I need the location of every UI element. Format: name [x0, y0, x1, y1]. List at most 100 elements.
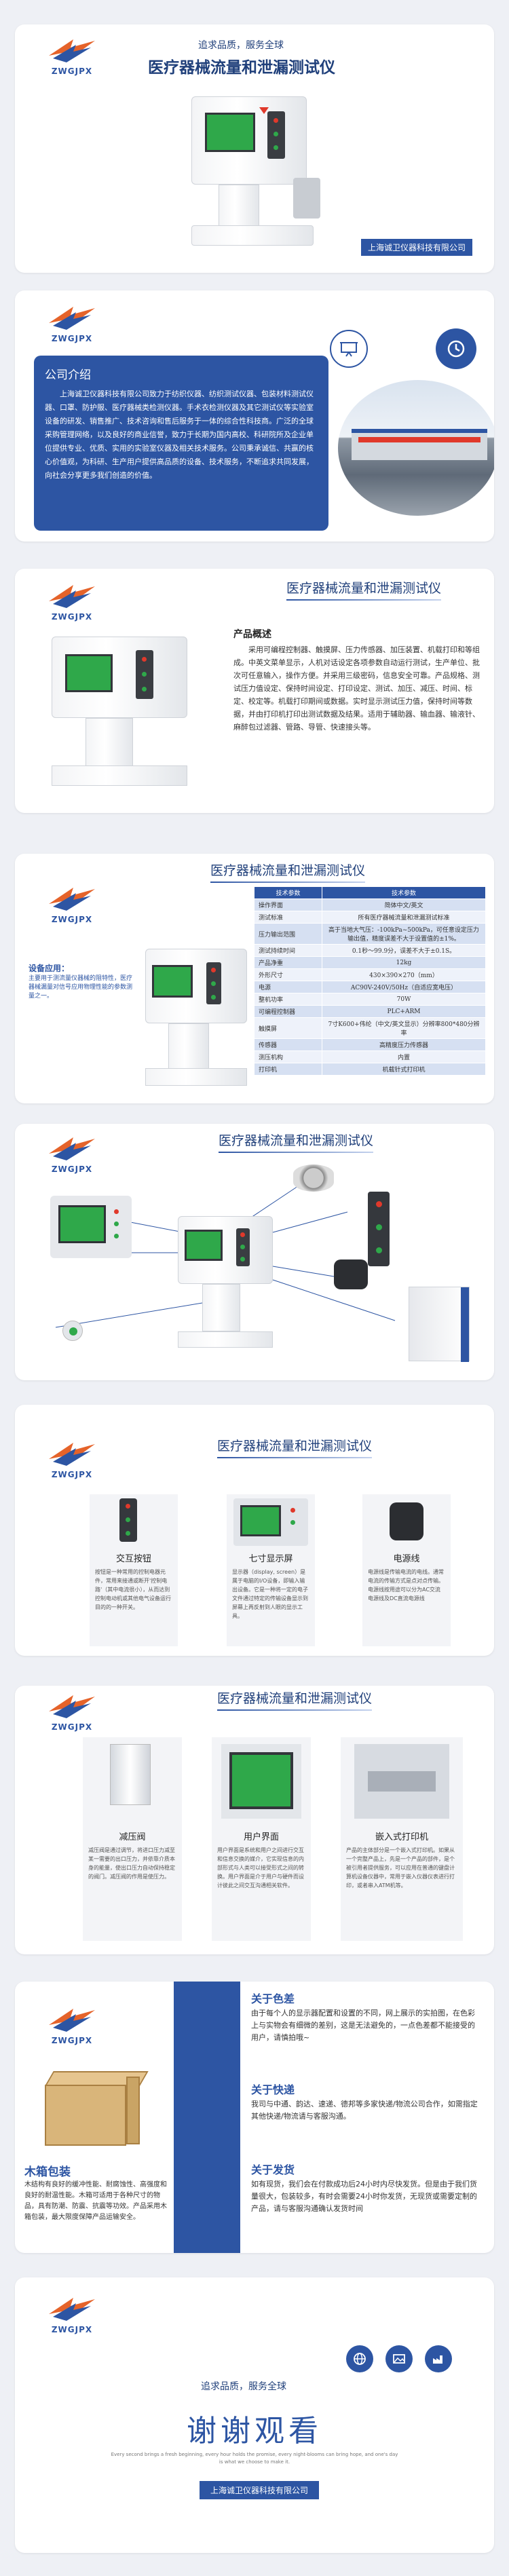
brand-logo: ZWGJPX [39, 578, 105, 626]
valve-photo [110, 1744, 151, 1805]
spec-value: 430×390×270（mm） [322, 968, 486, 981]
detail-side-view [409, 1287, 470, 1362]
spec-key: 打印机 [254, 1063, 322, 1076]
feature-desc: 电源线是传输电流的电线。通常电流的传输方式是点对点传输。电源线按用途可以分为AC… [368, 1569, 444, 1602]
spec-key: 压力输出范围 [254, 923, 322, 945]
spec-value: PLC+ARM [322, 1005, 486, 1018]
logo-wing-icon [49, 1443, 95, 1466]
factory-photo [338, 380, 494, 516]
use-heading: 设备应用： [29, 964, 70, 973]
pack-body: 木结构有良好的缓冲性能、耐腐蚀性、高强度和良好的耐温性能。木箱可适用于各种尺寸的… [24, 2181, 167, 2221]
spec-value: 机载针式打印机 [322, 1063, 486, 1076]
power-cord-photo [390, 1502, 423, 1540]
presentation-icon[interactable] [330, 330, 368, 368]
feature-name: 七寸显示屏 [248, 1554, 293, 1564]
thanks-card: ZWGJPX 追求品质，服务全球 谢谢观看 Every second bring… [15, 2277, 494, 2553]
brand-logo: ZWGJPX [39, 881, 105, 928]
detail-screen-closeup [50, 1196, 132, 1258]
specs-machine-image [141, 935, 250, 1091]
logo-text: ZWGJPX [51, 1164, 93, 1174]
spec-value: 7寸K600+伟纶（中文/英文显示）分辨率800*480分辨率 [322, 1017, 486, 1039]
spec-value: 高于当地大气压：-100kPa~500kPa，可任意设定压力输出值，精度误差不大… [322, 923, 486, 945]
dispatch-note-heading: 关于发货 [251, 2163, 295, 2176]
brand-logo: ZWGJPX [39, 300, 105, 347]
spec-key: 可编程控制器 [254, 1005, 322, 1018]
buttons-photo [119, 1498, 137, 1542]
logo-wing-icon [49, 2298, 95, 2321]
ui-photo [221, 1744, 301, 1819]
use-text: 主要用于测流量仪器械的阻特性，医疗器械漏量对信号应用物理性能的参数测量之一。 [29, 975, 133, 1000]
feature-desc: 按钮是一种常用的控制电器元件，常用来接通或断开'控制电路'（其中电流很小），从而… [95, 1569, 171, 1610]
logo-text: ZWGJPX [51, 67, 93, 76]
pack-heading: 木箱包装 [24, 2165, 71, 2179]
detail-knob [62, 1321, 83, 1341]
dispatch-note-body: 如有现货，我们会在付款成功后24小时内尽快发货。但是由于我们货量很大，包装较多，… [251, 2180, 477, 2213]
specs-table: 技术参数技术参数 操作界面简体中文/英文 测试标准所有医疗器械流量和泄漏测试标准… [254, 886, 486, 1076]
spec-key: 电源 [254, 981, 322, 993]
footer-slogan: 追求品质，服务全球 [201, 2381, 286, 2392]
logo-text: ZWGJPX [51, 612, 93, 622]
footer-globe-icon[interactable] [346, 2345, 373, 2372]
callout-lines [55, 1184, 396, 1328]
hero-card: ZWGJPX 追求品质，服务全球 医疗器械流量和泄漏测试仪 上海诚卫仪器科技有限… [15, 24, 494, 273]
spec-value: 70W [322, 993, 486, 1006]
logo-text: ZWGJPX [51, 2036, 93, 2045]
logo-text: ZWGJPX [51, 334, 93, 343]
logo-wing-icon [49, 1137, 95, 1160]
feature-name: 嵌入式打印机 [375, 1832, 428, 1842]
display-photo [233, 1498, 308, 1546]
spec-value: 0.1秒～99.9分，误差不大于±0.1S。 [322, 944, 486, 957]
overview-card: ZWGJPX 医疗器械流量和泄漏测试仪 产品概述 采用可编程控制器、触摸屏、压力… [15, 569, 494, 813]
hero-company-badge: 上海诚卫仪器科技有限公司 [361, 239, 473, 256]
brand-logo: ZWGJPX [39, 1436, 105, 1483]
feature-col-printer: 嵌入式打印机 产品的主体部分是一个嵌入式打印机。如果从一个完整产品上，先是一个产… [341, 1737, 463, 1941]
color-note-body: 由于每个人的显示器配置和设置的不同，网上展示的实拍图，在色彩上与实物会有细微的差… [251, 2009, 475, 2042]
features-card-1: ZWGJPX 医疗器械流量和泄漏测试仪 交互按钮 按钮是一种常用的控制电器元件，… [15, 1405, 494, 1656]
spec-value: 所有医疗器械流量和泄漏测试标准 [322, 911, 486, 924]
spec-key: 产品净重 [254, 956, 322, 969]
color-note-heading: 关于色差 [251, 1992, 295, 2005]
shipping-blue-strip [174, 1982, 240, 2253]
logo-wing-icon [49, 307, 95, 330]
thanks-title: 谢谢观看 [187, 2414, 322, 2448]
intro-body: 上海诚卫仪器科技有限公司致力于纺织仪器、纺织测试仪器、包装材料测试仪器、口罩、防… [45, 390, 314, 480]
brand-logo: ZWGJPX [39, 1131, 105, 1178]
hero-machine-image [178, 83, 341, 252]
features-card-2: ZWGJPX 医疗器械流量和泄漏测试仪 减压阀 减压阀是通过调节，将进口压力减至… [15, 1686, 494, 1954]
footer-factory-icon[interactable] [425, 2345, 452, 2372]
overview-machine-image [45, 637, 201, 793]
spec-key: 操作界面 [254, 898, 322, 911]
spec-key: 触摸屏 [254, 1017, 322, 1039]
spec-key: 传感器 [254, 1038, 322, 1051]
brand-logo: ZWGJPX [39, 33, 105, 80]
logo-text: ZWGJPX [51, 1722, 93, 1732]
company-intro-card: ZWGJPX 公司介绍 上海诚卫仪器科技有限公司致力于纺织仪器、纺织测试仪器、包… [15, 290, 494, 542]
clock-icon[interactable] [436, 328, 476, 369]
footer-image-icon[interactable] [385, 2345, 413, 2372]
specs-title: 医疗器械流量和泄漏测试仪 [210, 860, 366, 883]
feature-col-valve: 减压阀 减压阀是通过调节，将进口压力减至某一需要的出口压力，并依靠介质本身的能量… [83, 1737, 182, 1941]
detail-power-plug [334, 1259, 368, 1289]
intro-heading: 公司介绍 [45, 368, 91, 382]
spec-key: 测压机构 [254, 1050, 322, 1063]
logo-wing-icon [49, 888, 95, 911]
spec-key: 测试持续时间 [254, 944, 322, 957]
feature-name: 交互按钮 [115, 1554, 151, 1564]
spec-header: 技术参数 [322, 886, 486, 899]
details-title: 医疗器械流量和泄漏测试仪 [219, 1131, 374, 1153]
overview-heading: 产品概述 [233, 629, 271, 640]
printer-photo [354, 1744, 449, 1819]
spec-value: 高精度压力传感器 [322, 1038, 486, 1051]
logo-wing-icon [49, 1695, 95, 1718]
logo-wing-icon [49, 585, 95, 608]
spec-key: 整机功率 [254, 993, 322, 1006]
brand-logo: ZWGJPX [39, 2291, 105, 2338]
wooden-crate-image [38, 2071, 149, 2151]
delivery-note-body: 我司与中通、韵达、速递、德邦等多家快递/物流公司合作，如需指定其他快递/物流请与… [251, 2100, 478, 2121]
feature-col-ui: 用户界面 用户界面是系统和用户之间进行交互和信息交换的媒介，它实现信息的内部形式… [212, 1737, 311, 1941]
detail-top-fitting [293, 1164, 334, 1192]
spec-key: 外形尺寸 [254, 968, 322, 981]
feature-name: 减压阀 [119, 1832, 146, 1842]
hero-slogan: 追求品质，服务全球 [198, 40, 284, 51]
specs-card: ZWGJPX 医疗器械流量和泄漏测试仪 设备应用： 主要用于测流量仪器械的阻特性… [15, 854, 494, 1103]
